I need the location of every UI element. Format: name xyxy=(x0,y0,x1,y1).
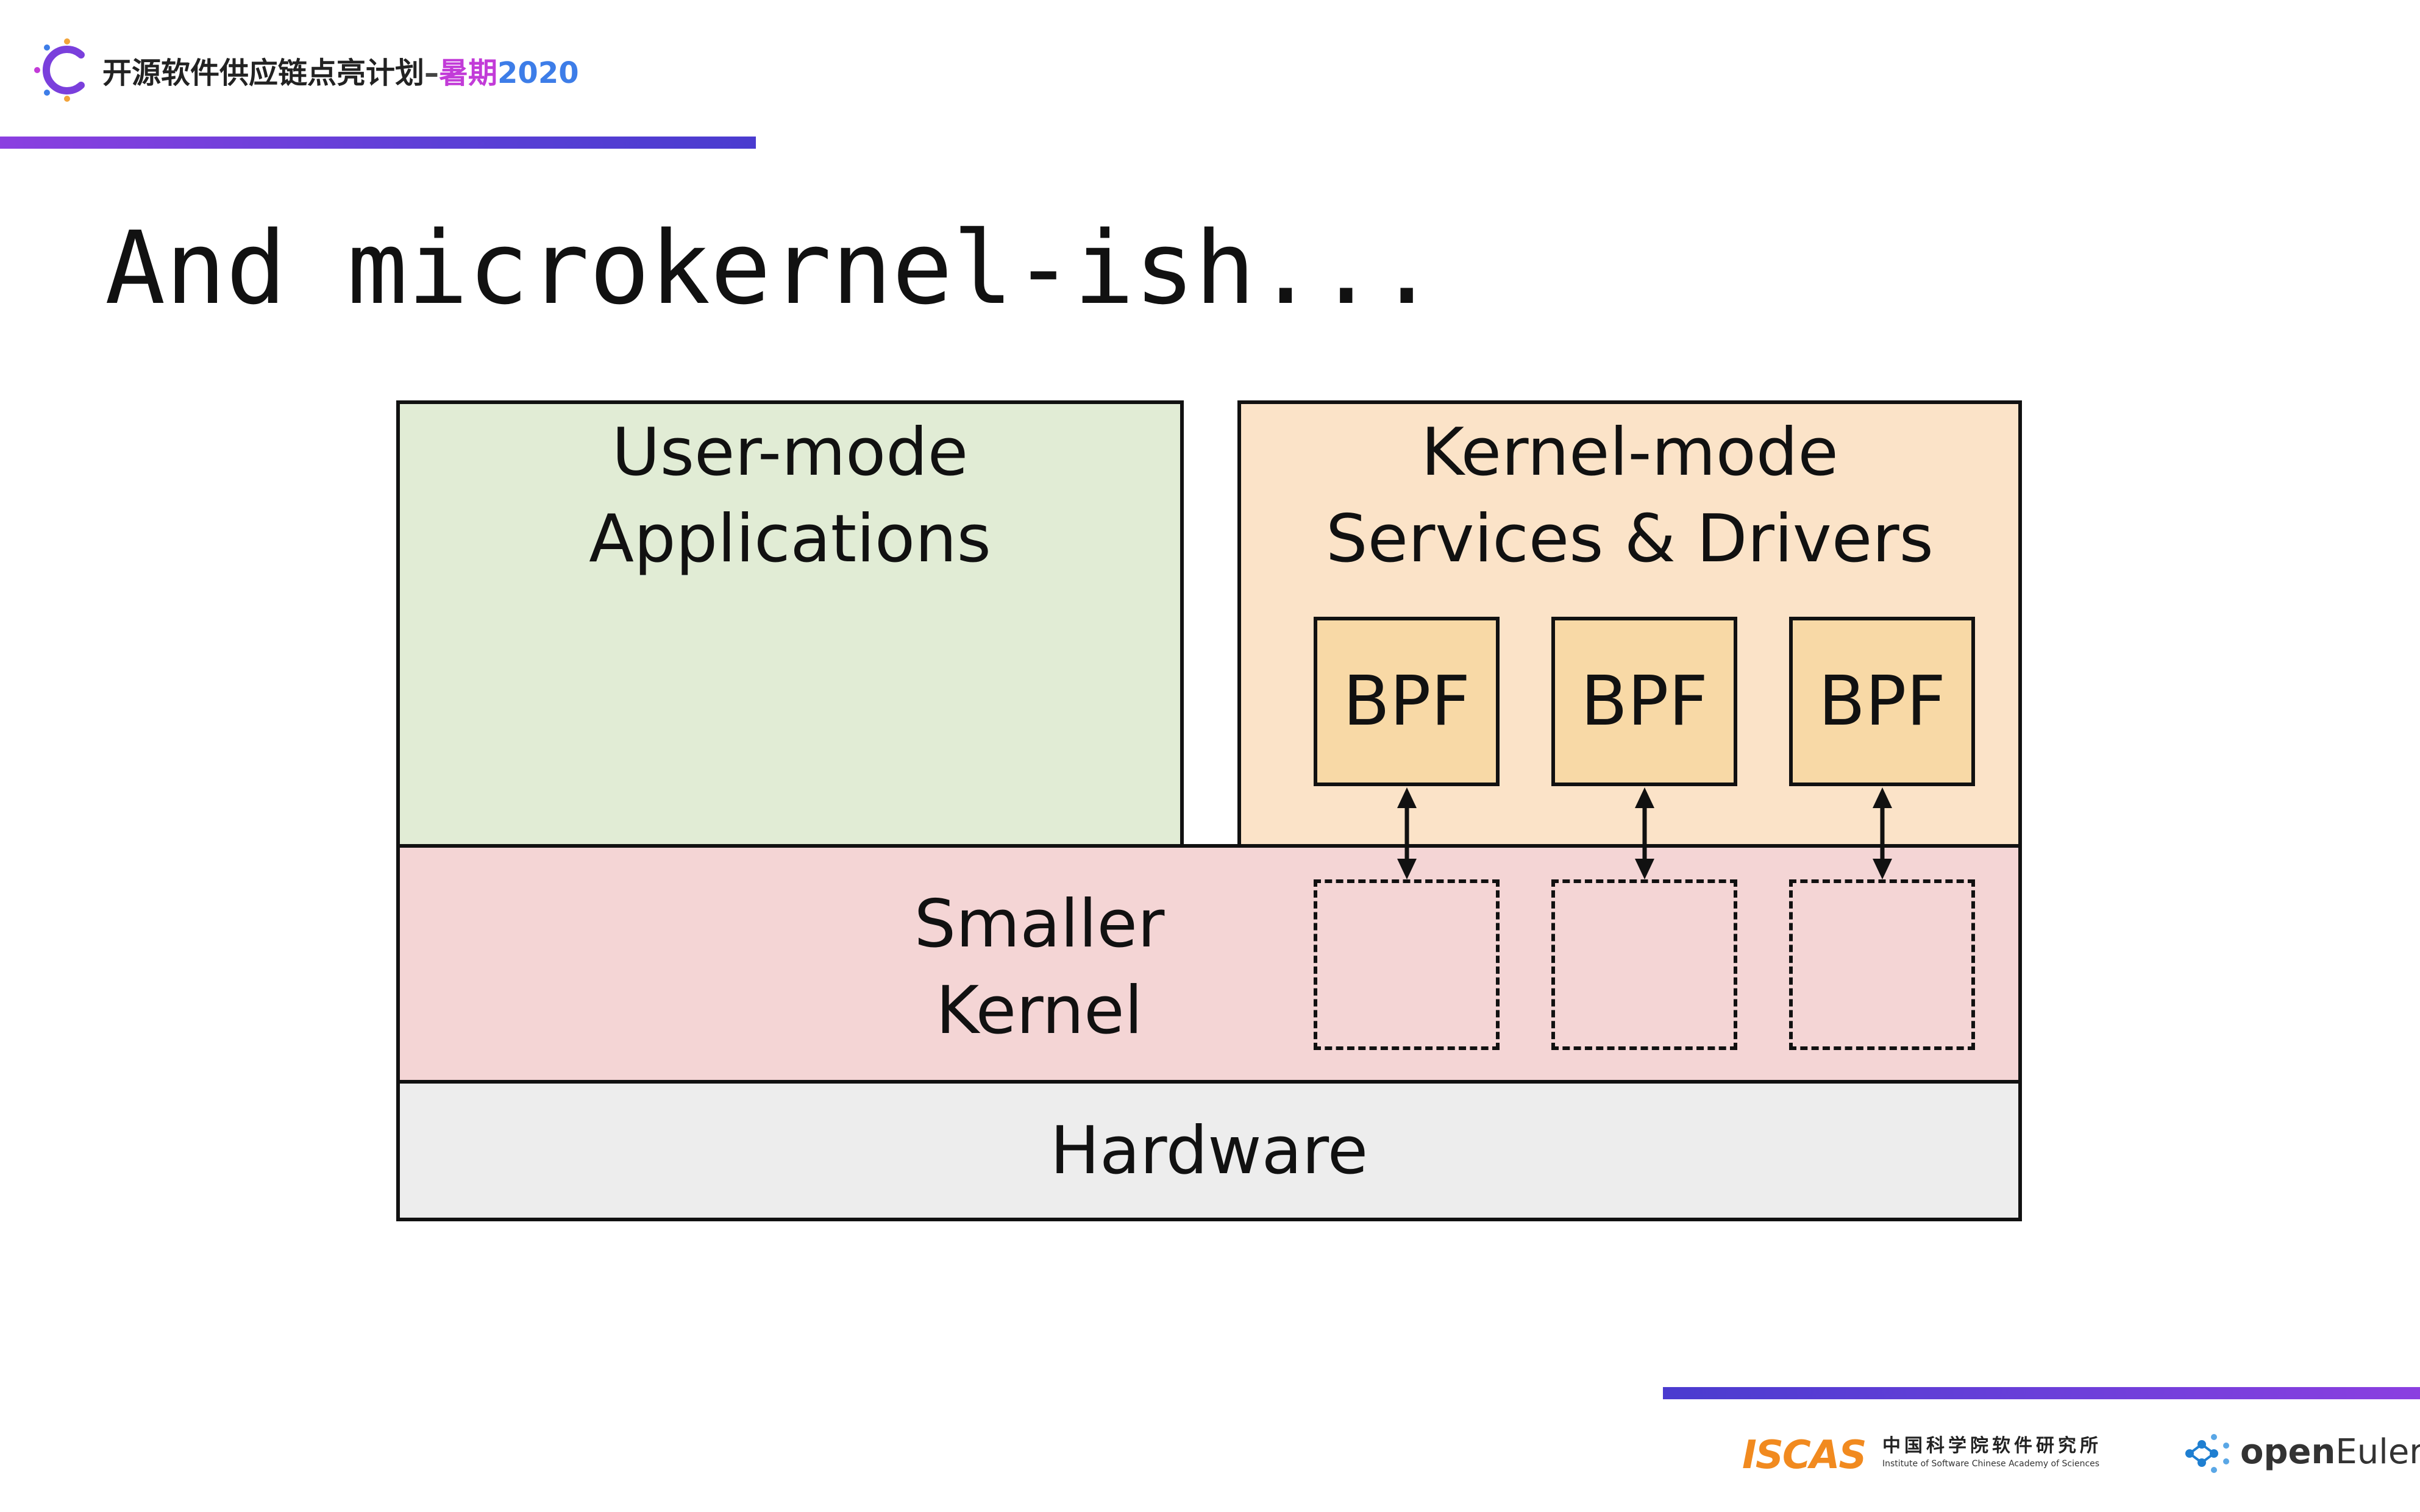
program-name: 开源软件供应链点亮计划 xyxy=(102,56,425,90)
smaller-kernel-label: Smaller Kernel xyxy=(853,881,1225,1054)
program-banner: 开源软件供应链点亮计划–暑期2020 xyxy=(102,48,579,99)
openeuler-wordmark: openEuler xyxy=(2240,1429,2420,1475)
bpf-block: BPF xyxy=(1314,617,1500,786)
kernel-mode-line2: Services & Drivers xyxy=(1326,501,1934,577)
user-mode-label: User-mode Applications xyxy=(396,410,1184,583)
program-season: 暑期 xyxy=(439,56,498,90)
user-mode-line2: Applications xyxy=(589,501,991,577)
bidirectional-arrow-icon xyxy=(1397,787,1417,879)
program-year: 2020 xyxy=(497,56,579,90)
iscas-chinese-name: 中国科学院软件研究所 xyxy=(1882,1435,2102,1457)
openeuler-prefix: open xyxy=(2240,1432,2336,1472)
slide-title: And microkernel-ish... xyxy=(105,210,1437,327)
kernel-hook-slot xyxy=(1314,879,1500,1050)
smaller-kernel-line1: Smaller xyxy=(914,886,1165,962)
user-mode-box xyxy=(396,400,1184,848)
kernel-mode-label: Kernel-mode Services & Drivers xyxy=(1237,410,2022,583)
openeuler-logo-icon xyxy=(2185,1434,2229,1473)
bpf-block: BPF xyxy=(1789,617,1975,786)
header-accent-bar xyxy=(0,137,756,149)
program-dash: – xyxy=(424,56,440,90)
hardware-box xyxy=(396,1080,2022,1221)
summer-of-code-c-logo-icon xyxy=(34,38,85,102)
iscas-english-name: Institute of Software Chinese Academy of… xyxy=(1882,1459,2100,1469)
smaller-kernel-line2: Kernel xyxy=(936,973,1143,1049)
user-mode-line1: User-mode xyxy=(611,414,969,491)
bidirectional-arrow-icon xyxy=(1873,787,1892,879)
bidirectional-arrow-icon xyxy=(1635,787,1654,879)
iscas-logo: ISCAS xyxy=(1742,1433,1867,1478)
kernel-mode-line1: Kernel-mode xyxy=(1421,414,1838,491)
hardware-label: Hardware xyxy=(1050,1113,1368,1189)
kernel-hook-slot xyxy=(1551,879,1737,1050)
openeuler-suffix: Euler xyxy=(2335,1432,2420,1472)
bpf-block: BPF xyxy=(1551,617,1737,786)
footer-accent-bar xyxy=(1663,1387,2420,1399)
kernel-hook-slot xyxy=(1789,879,1975,1050)
